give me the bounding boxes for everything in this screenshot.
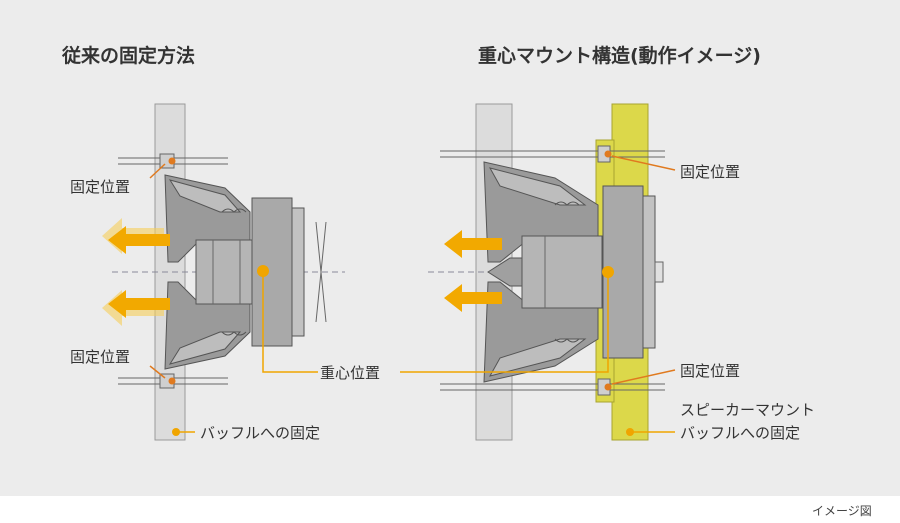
right-fix-pointer-bottom [611, 369, 676, 385]
right-fix-label-top: 固定位置 [680, 163, 740, 181]
right-fix-screw-bottom [440, 378, 665, 396]
right-fix-label-bottom: 固定位置 [680, 362, 740, 380]
left-fix-screw-bottom [118, 373, 228, 389]
left-vibration-arrow-bottom [102, 290, 170, 326]
left-fix-pointer-top [149, 163, 166, 179]
left-vibration-arrow-top [102, 218, 170, 254]
left-fix-label-top: 固定位置 [70, 178, 130, 196]
right-fix-pointer-top [611, 155, 676, 171]
left-title: 従来の固定方法 [61, 44, 195, 67]
left-fix-pointer-bottom [149, 365, 166, 379]
right-fix-screw-top [440, 145, 665, 163]
right-center-leader [400, 272, 609, 373]
image-caption: イメージ図 [812, 504, 872, 518]
left-center-leader [262, 271, 318, 373]
right-title: 重心マウント構造(動作イメージ) [478, 44, 761, 67]
right-mount-label-line2: バッフルへの固定 [680, 424, 800, 442]
right-mount-label-line1: スピーカーマウント [680, 401, 815, 419]
left-fix-screw-top [118, 153, 228, 169]
right-speaker [483, 161, 664, 383]
left-speaker [164, 174, 327, 370]
right-vibration-arrow-bottom [444, 284, 502, 312]
left-fix-label-bottom: 固定位置 [70, 348, 130, 366]
center-of-gravity-label: 重心位置 [320, 364, 380, 382]
right-vibration-arrow-top [444, 230, 502, 258]
left-baffle-label: バッフルへの固定 [200, 424, 320, 442]
